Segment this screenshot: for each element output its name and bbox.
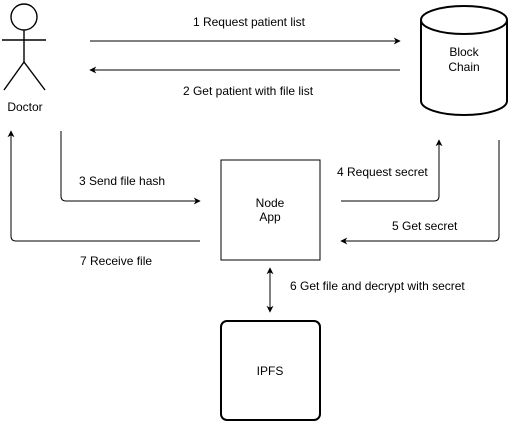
blockchain-cylinder — [420, 5, 508, 116]
doctor-label: Doctor — [7, 100, 42, 114]
edge-4-request-secret — [341, 139, 443, 202]
nodeapp-label-line1: Node — [256, 196, 285, 210]
edge-3-send-file-hash — [60, 131, 201, 205]
edge-5-label: 5 Get secret — [392, 219, 458, 233]
ipfs-label: IPFS — [257, 364, 284, 378]
edge-1-label: 1 Request patient list — [193, 15, 306, 29]
edge-5-get-secret — [340, 140, 500, 245]
edge-4-label: 4 Request secret — [337, 165, 428, 179]
blockchain-label-line2: Chain — [448, 60, 479, 74]
edge-2-label: 2 Get patient with file list — [183, 84, 314, 98]
edge-6-label: 6 Get file and decrypt with secret — [290, 279, 465, 293]
edge-7-receive-file — [7, 130, 200, 242]
doctor-actor — [2, 3, 46, 91]
nodeapp-box — [220, 159, 321, 261]
nodeapp-label-line2: App — [259, 210, 281, 224]
ipfs-box — [220, 320, 321, 421]
edge-3-label: 3 Send file hash — [79, 174, 165, 188]
edge-7-label: 7 Receive file — [80, 254, 152, 268]
blockchain-label-line1: Block — [449, 45, 479, 59]
